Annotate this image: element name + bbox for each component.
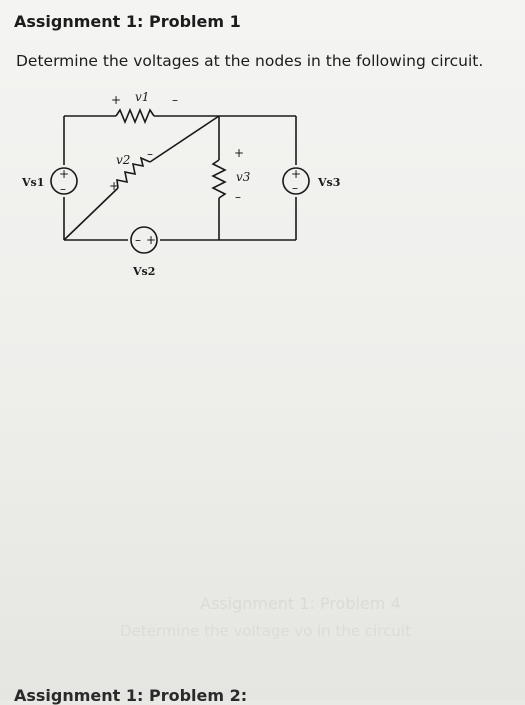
v1-plus-sign: + [111, 93, 121, 107]
v3-minus-sign: – [235, 190, 241, 204]
v1-minus-sign: – [172, 93, 178, 107]
assignment-title: Assignment 1: Problem 1 [14, 12, 241, 31]
faded-bleedthrough-heading: Assignment 1: Problem 4 [200, 594, 401, 613]
faded-bleedthrough-text: Determine the voltage vo in the circuit [120, 622, 411, 640]
vs1-minus-sign: – [60, 182, 66, 196]
resistor-v1 [115, 107, 155, 125]
next-problem-title: Assignment 1: Problem 2: [14, 686, 248, 705]
resistor-v3 [211, 159, 227, 199]
v3-label: v3 [236, 170, 251, 184]
v2-label: v2 [116, 153, 130, 167]
v2-plus-sign: + [109, 179, 119, 193]
source-vs3-circle [282, 167, 310, 195]
vs2-label: Vs2 [132, 265, 155, 278]
vs3-minus-sign: – [292, 181, 298, 195]
vs2-minus-sign: – [135, 233, 141, 247]
source-vs1-circle [50, 167, 78, 195]
v2-minus-sign: – [147, 147, 153, 161]
v1-label: v1 [135, 90, 149, 104]
vs3-plus-sign: + [291, 167, 301, 181]
problem-statement: Determine the voltages at the nodes in t… [16, 52, 484, 70]
source-vs2-circle [130, 226, 158, 254]
vs3-label: Vs3 [317, 176, 340, 189]
diagonal-wire-lower [63, 187, 119, 241]
vs2-plus-sign: + [146, 233, 156, 247]
vs1-plus-sign: + [59, 167, 69, 181]
resistor-v2 [116, 156, 151, 189]
diagonal-wire-upper [149, 115, 220, 163]
vs1-label: Vs1 [21, 176, 44, 189]
v3-plus-sign: + [234, 146, 244, 160]
